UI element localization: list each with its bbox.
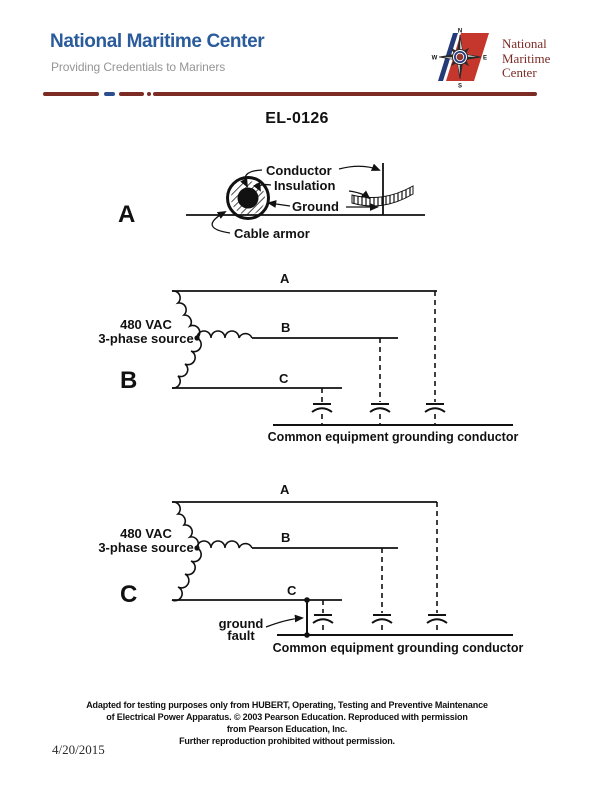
figure-a-label: A	[118, 201, 135, 228]
cable-armor-ring	[226, 176, 270, 220]
source-label-line2: 3-phase source	[98, 331, 193, 346]
uscg-compass-logo: N S E W	[432, 29, 489, 90]
ground-fault-label-line2: fault	[227, 628, 255, 643]
divider-segment	[43, 92, 99, 96]
copyright-notice: Adapted for testing purposes only from H…	[0, 699, 574, 747]
stray-capacitance-dashed-lines	[322, 502, 438, 635]
ground-callout: Ground	[292, 199, 339, 214]
document-date: 4/20/2015	[52, 742, 105, 757]
source-label-line2: 3-phase source	[98, 540, 193, 555]
figure-b-label: B	[120, 367, 137, 394]
callout-arrows	[211, 163, 381, 234]
compass-letter-s: S	[458, 84, 462, 90]
insulation-band	[351, 185, 414, 207]
capacitor-symbols	[311, 403, 446, 413]
compass-letter-n: N	[458, 29, 462, 35]
compass-letter-e: E	[483, 56, 487, 62]
header-divider	[0, 92, 612, 96]
capacitor-symbols	[312, 614, 448, 624]
ground-fault-connection	[304, 597, 310, 638]
phase-b-label: B	[281, 320, 290, 335]
phase-b-label: B	[281, 530, 290, 545]
common-ground-conductor-label: Common equipment grounding conductor	[268, 430, 519, 444]
compass-letter-w: W	[432, 56, 438, 62]
divider-blue-dash	[104, 92, 115, 96]
logo-wordmark-line1: National	[502, 36, 547, 51]
footer-line-4: Further reproduction prohibited without …	[179, 736, 395, 746]
figure-code-title: EL-0126	[265, 110, 329, 127]
logo-wordmark-line3: Center	[502, 65, 537, 80]
source-label-line1: 480 VAC	[120, 317, 172, 332]
phase-lines	[172, 501, 437, 601]
wye-source-coils	[171, 501, 253, 602]
conductor-callout: Conductor	[266, 163, 332, 178]
ground-fault-label-line1: ground	[219, 616, 264, 631]
insulation-callout: Insulation	[274, 178, 335, 193]
figure-b-phase-diagram: B 480 VAC 3-phase source A B C	[98, 271, 519, 444]
wye-source-coils	[171, 290, 253, 389]
wye-node-dot	[194, 545, 200, 551]
page-subtitle: Providing Credentials to Mariners	[51, 60, 226, 74]
cable-armor-callout: Cable armor	[234, 226, 310, 241]
figure-c-label: C	[120, 581, 137, 608]
footer-line-3: from Pearson Education, Inc.	[226, 724, 348, 734]
divider-segment	[119, 92, 144, 96]
source-label-line1: 480 VAC	[120, 526, 172, 541]
divider-dot	[147, 92, 151, 96]
page-title: National Maritime Center	[50, 31, 265, 52]
logo-wordmark: National Maritime Center	[502, 36, 551, 81]
conductor-core	[237, 187, 259, 209]
ground-fault-arrow	[265, 614, 304, 628]
figure-a-cable-diagram: A Conductor Insulation Ground Cable armo…	[118, 163, 425, 241]
figure-c-phase-diagram: C 480 VAC 3-phase source A B C ground fa…	[98, 482, 524, 655]
logo-wordmark-line2: Maritime	[502, 50, 551, 66]
footer-line-2: of Electrical Power Apparatus. © 2003 Pe…	[106, 712, 468, 722]
divider-segment	[153, 92, 537, 96]
phase-a-label: A	[280, 482, 290, 497]
phase-a-label: A	[280, 271, 290, 286]
wye-node-dot	[194, 335, 200, 341]
phase-c-label: C	[279, 371, 289, 386]
common-ground-conductor-label: Common equipment grounding conductor	[273, 641, 524, 655]
stray-capacitance-dashed-lines	[321, 291, 436, 425]
footer-line-1: Adapted for testing purposes only from H…	[86, 700, 488, 710]
cable-cross-section	[226, 176, 270, 220]
compass-seal-center	[455, 52, 465, 62]
phase-c-label: C	[287, 583, 297, 598]
phase-lines	[172, 290, 437, 389]
